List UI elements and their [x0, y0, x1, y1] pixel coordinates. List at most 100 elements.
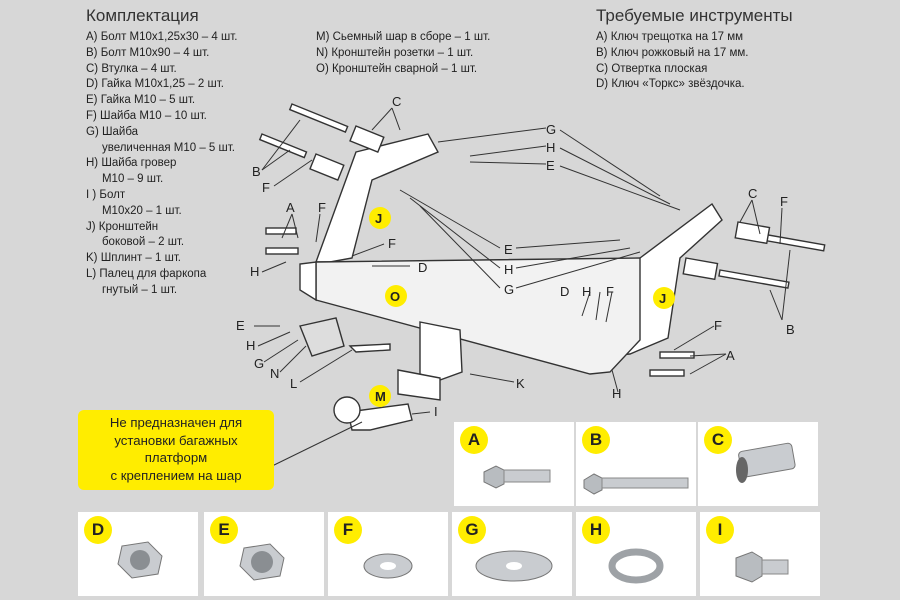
- label-f-left: F: [262, 180, 270, 195]
- bushing-icon: [736, 442, 796, 483]
- part-badge-c: C: [704, 426, 732, 454]
- kit-list-col1-item: I ) Болт: [86, 188, 126, 201]
- kit-list-col1-item: B) Болт M10x90 – 4 шт.: [86, 46, 210, 59]
- label-g-bl: G: [254, 356, 264, 371]
- part-tile-d: D: [78, 512, 198, 596]
- label-j-left: J: [375, 211, 382, 226]
- label-h-left: H: [250, 264, 259, 279]
- yellow-markers: [369, 207, 675, 407]
- label-g-mid: G: [504, 282, 514, 297]
- nut-d-icon: [117, 541, 163, 579]
- label-k: K: [516, 376, 525, 391]
- label-h-mid: H: [504, 262, 513, 277]
- kit-list-col1-item: D) Гайка M10x1,25 – 2 шт.: [86, 78, 224, 91]
- label-b-left: B: [252, 164, 261, 179]
- kit-list-col1-item: K) Шплинт – 1 шт.: [86, 252, 182, 265]
- kit-list-col1-item: F) Шайба M10 – 10 шт.: [86, 109, 207, 122]
- label-l-bl: L: [290, 376, 297, 391]
- part-badge-e: E: [210, 516, 238, 544]
- label-b-right: B: [786, 322, 795, 337]
- label-f-left2: F: [318, 200, 326, 215]
- kit-list-col2-item: M) Сьемный шар в сборе – 1 шт.: [316, 31, 491, 43]
- bolt-long-icon: [583, 473, 689, 495]
- drawbar: [397, 369, 441, 401]
- tow-ball: [333, 396, 361, 424]
- tools-list-item: A) Ключ трещотка на 17 мм: [596, 31, 744, 43]
- label-c-left: C: [392, 94, 401, 109]
- warning-callout: Не предназначен для установки багажных пла…: [78, 410, 274, 490]
- bolt-short-icon: [483, 465, 551, 489]
- socket-bracket: [299, 317, 345, 357]
- label-c-right: C: [748, 186, 757, 201]
- label-f-r2: F: [714, 318, 722, 333]
- label-h-bl: H: [246, 338, 255, 353]
- label-a-right: A: [726, 348, 735, 363]
- kit-list-col1-item: A) Болт M10x1,25x30 – 4 шт.: [86, 31, 238, 43]
- label-i: I: [434, 404, 438, 419]
- tools-list-item: C) Отвертка плоская: [596, 62, 708, 75]
- label-h-r: H: [582, 284, 591, 299]
- kit-list-col1-item: M10x20 – 1 шт.: [86, 204, 182, 217]
- label-a-left: A: [286, 200, 295, 215]
- washer-icon: [363, 553, 413, 579]
- kit-list-col1-item: L) Палец для фаркопа: [86, 267, 207, 280]
- label-h-top: H: [546, 140, 555, 155]
- label-e-mid: E: [504, 242, 513, 257]
- callout-line-item: Не предназначен для: [109, 415, 243, 430]
- label-f-mid: F: [388, 236, 396, 251]
- label-e-bl: E: [236, 318, 245, 333]
- kit-list-col1-item: G) Шайба: [86, 125, 139, 138]
- callout-line-item: платформ: [144, 450, 208, 465]
- label-h-right: H: [612, 386, 621, 401]
- kit-list-col2: M) Сьемный шар в сборе – 1 шт. N) Кронште…: [316, 30, 490, 77]
- tools-title: Требуемые инструменты: [596, 6, 793, 25]
- kit-list-col1-item: увеличенная M10 – 5 шт.: [86, 141, 235, 154]
- label-f-right: F: [780, 194, 788, 209]
- label-o: O: [390, 289, 400, 304]
- part-badge-i: I: [706, 516, 734, 544]
- part-badge-h: H: [582, 516, 610, 544]
- bolt-a-3: [265, 247, 299, 255]
- beam-end: [299, 261, 317, 302]
- kit-list-col1-item: H) Шайба гровер: [86, 157, 177, 170]
- hitch-pin: [348, 343, 391, 353]
- spring-washer-icon: [608, 548, 664, 584]
- label-d-r: D: [560, 284, 569, 299]
- kit-list-col2-item: O) Кронштейн сварной – 1 шт.: [316, 62, 478, 75]
- part-tile-a: A: [454, 422, 574, 506]
- kit-list-col1-item: J) Кронштейн: [86, 220, 159, 233]
- bolt-a-4: [265, 227, 297, 235]
- part-badge-f: F: [334, 516, 362, 544]
- part-tile-i: I: [700, 512, 820, 596]
- part-badge-b: B: [582, 426, 610, 454]
- kit-list-col2-item: N) Кронштейн розетки – 1 шт.: [316, 46, 474, 59]
- callout-line-item: с креплением на шар: [110, 467, 242, 483]
- part-badge-d: D: [84, 516, 112, 544]
- kit-list-col1-item: боковой – 2 шт.: [86, 236, 185, 249]
- label-f-r: F: [606, 284, 614, 299]
- nut-e-icon: [239, 543, 285, 581]
- part-badge-g: G: [458, 516, 486, 544]
- label-g-top: G: [546, 122, 556, 137]
- label-j-right: J: [659, 291, 666, 306]
- label-n-bl: N: [270, 366, 279, 381]
- bolt-small-icon: [735, 551, 789, 583]
- label-d-mid: D: [418, 260, 427, 275]
- part-tile-g: G: [452, 512, 572, 596]
- part-tile-b: B: [576, 422, 696, 506]
- bolt-a-2: [649, 369, 685, 377]
- part-tile-h: H: [576, 512, 696, 596]
- part-badge-a: A: [460, 426, 488, 454]
- bolts-right: [682, 221, 826, 289]
- kit-list-col1-item: гнутый – 1 шт.: [86, 283, 178, 296]
- kit-list-col1: A) Болт M10x1,25x30 – 4 шт. B) Болт M10x9…: [86, 30, 237, 299]
- part-tile-f: F: [328, 512, 448, 596]
- kit-list-col1-item: C) Втулка – 4 шт.: [86, 62, 177, 75]
- label-e-top: E: [546, 158, 555, 173]
- part-tile-e: E: [204, 512, 324, 596]
- callout-line-item: установки багажных: [114, 432, 238, 448]
- main-beam: [315, 257, 641, 375]
- kit-title: Комплектация: [86, 6, 199, 25]
